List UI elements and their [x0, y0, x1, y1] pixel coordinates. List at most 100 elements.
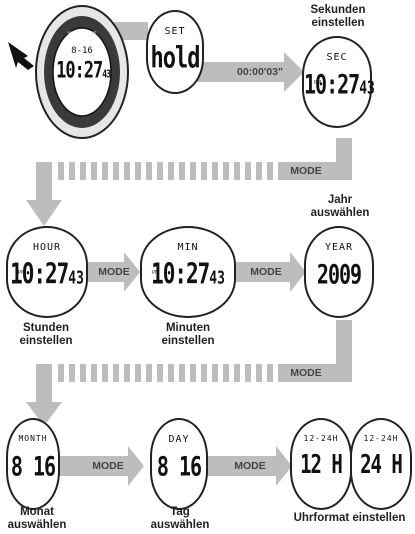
caption-monat: Monat auswählen [7, 506, 67, 531]
display-set-label: SET [164, 26, 186, 37]
dash-segment [256, 364, 262, 382]
dash-segment [113, 364, 119, 382]
dash-segment [234, 162, 240, 180]
mode-label-2: MODE [98, 266, 130, 278]
mode-label-4: MODE [290, 367, 322, 379]
caption-minuten: Minuten einstellen [161, 322, 215, 347]
dash-segment [179, 364, 185, 382]
dash-segment [80, 162, 86, 180]
dash-segment [157, 364, 163, 382]
dash-segment [102, 162, 108, 180]
display-minute: MIN PM 10:2743 [140, 226, 236, 318]
arrow-hold-to-seconds [196, 52, 304, 92]
display-year-value: 2009 [316, 258, 362, 291]
dash-segment [179, 162, 185, 180]
dash-segment [223, 364, 229, 382]
dash-segment [113, 162, 119, 180]
pm-indicator: PM [314, 80, 322, 86]
dash-segment [146, 364, 152, 382]
pm-indicator: PM [152, 270, 160, 276]
dash-segment [245, 162, 251, 180]
dash-segment [124, 162, 130, 180]
display-seconds: SEC PM 10:2743 [302, 36, 375, 128]
display-minute-value: 10:2743 [142, 258, 234, 290]
display-month-label: MONTH [18, 434, 48, 443]
display-fmt24-value: 24 H [360, 450, 403, 480]
dash-end-block [282, 162, 352, 180]
display-day: DAY 8 16 [150, 418, 208, 510]
dash-segment [91, 162, 97, 180]
display-day-label: DAY [168, 434, 190, 445]
step-code-label: 00:00'03" [236, 66, 283, 78]
caption-sekunden: Sekunden einstellen [310, 4, 366, 29]
watch-brand-text: NEW BALANCE [67, 30, 97, 35]
arrow-minute-to-year [236, 252, 306, 292]
arrow-seconds-down [336, 138, 352, 162]
dash-segment [278, 364, 284, 382]
dashes-row-1 [58, 162, 352, 180]
dash-segment [278, 162, 284, 180]
display-fmt12-label: 12-24H [303, 434, 339, 443]
dash-segment [234, 364, 240, 382]
display-seconds-small: 43 [68, 268, 84, 290]
display-seconds-value: 10:2743 [304, 68, 375, 101]
display-fmt12-value: 12 H [300, 450, 343, 480]
display-time: 10:27 [304, 68, 360, 101]
dash-segment [135, 364, 141, 382]
display-year: YEAR 2009 [304, 226, 374, 318]
display-month: MONTH 8 16 [6, 418, 60, 510]
mode-label-5: MODE [92, 460, 124, 472]
caption-uhrformat: Uhrformat einstellen [293, 512, 406, 524]
display-sec-label: SEC [326, 52, 348, 63]
arrow-day-to-format [206, 446, 292, 486]
dash-segment [168, 364, 174, 382]
dash-segment [190, 162, 196, 180]
arrow-down-to-month [26, 402, 62, 426]
mode-label-3: MODE [250, 266, 282, 278]
display-day-value: 8 16 [156, 450, 202, 483]
dash-segment [91, 364, 97, 382]
display-format-12h: 12-24H 12 H [290, 418, 352, 510]
dash-segment [201, 364, 207, 382]
dash-segment [223, 162, 229, 180]
dash-segment [58, 162, 64, 180]
dash-segment [245, 364, 251, 382]
dash-segment [135, 162, 141, 180]
arrow-hour-to-minute [88, 252, 140, 292]
dash-segment [157, 162, 163, 180]
dash-segment [69, 162, 75, 180]
dash-segment [212, 162, 218, 180]
dash-segment [58, 364, 64, 382]
display-hour-label: HOUR [32, 242, 62, 253]
dash-segment [168, 162, 174, 180]
dash-segment [267, 162, 273, 180]
dash-segment [102, 364, 108, 382]
display-seconds-small: 43 [359, 78, 375, 100]
display-fmt24-label: 12-24H [363, 434, 399, 443]
dash-segment [69, 364, 75, 382]
pm-indicator: PM [18, 270, 26, 276]
dash-segment [256, 162, 262, 180]
mode-label-6: MODE [234, 460, 266, 472]
dash-segment [80, 364, 86, 382]
mode-label-1: MODE [290, 165, 322, 177]
dash-end-block [282, 364, 352, 382]
pointer-arrow-icon [8, 42, 34, 70]
display-hour: HOUR PM 10:2743 [6, 226, 88, 318]
display-time: 10:27 [10, 258, 69, 291]
caption-stunden: Stunden einstellen [19, 322, 73, 347]
caption-tag: Tag auswählen [150, 506, 210, 531]
dash-segment [146, 162, 152, 180]
dash-segment [212, 364, 218, 382]
display-seconds-small: 43 [209, 268, 225, 290]
display-format-24h: 12-24H 24 H [350, 418, 412, 510]
watch-time-main: 10:27 [56, 58, 103, 84]
arrow-down-to-hour [26, 200, 62, 226]
display-month-value: 8 16 [10, 450, 56, 483]
display-set-hold: SET hold [146, 10, 204, 94]
caption-jahr: Jahr auswählen [310, 194, 370, 219]
arrow-month-to-day [58, 446, 144, 486]
watch-date: 8-16 [71, 46, 93, 56]
